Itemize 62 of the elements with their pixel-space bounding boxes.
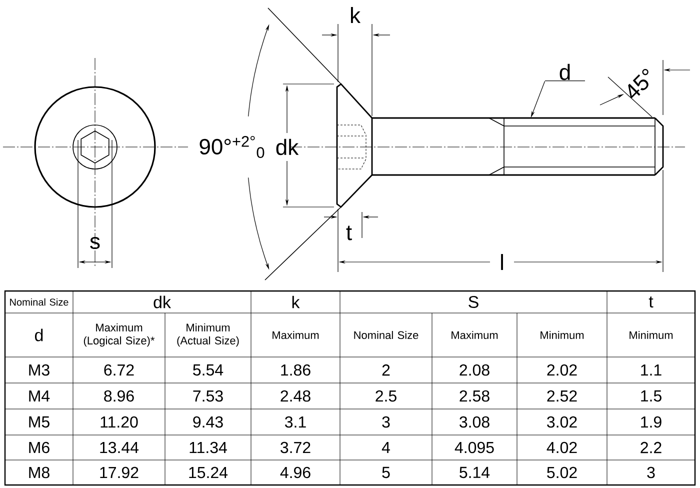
table-header: Nominal Size [10, 298, 68, 306]
table-value: 4 [382, 442, 390, 453]
table-value: 1.5 [641, 390, 662, 402]
table-value: M8 [29, 466, 50, 478]
dimension-label: t [346, 226, 352, 240]
table-header: k [292, 296, 300, 308]
dimension-label: d [545, 64, 585, 82]
table-value: 2.08 [460, 364, 490, 376]
dimension-label: k [351, 7, 361, 23]
table-value: 5.14 [460, 466, 490, 478]
table-value: 3.08 [460, 416, 490, 428]
table-value: 17.92 [100, 466, 138, 478]
table-value: M3 [29, 364, 50, 376]
table-value: 2.5 [376, 390, 396, 402]
dimension-label: s [90, 237, 100, 250]
table-value: 2.52 [547, 390, 577, 402]
table-value: 4.02 [546, 442, 577, 454]
table-value: 2.02 [547, 364, 577, 376]
table-header: Maximum [272, 330, 319, 340]
table-value: 15.24 [189, 466, 228, 478]
table-value: 3.02 [547, 416, 577, 428]
table-value: 1.1 [641, 364, 662, 376]
table-value: 3 [647, 466, 655, 478]
table-value: 2.2 [640, 442, 662, 454]
table-value: 4.96 [280, 466, 310, 478]
table-value: 2 [382, 364, 390, 376]
dimension-label: l [501, 254, 503, 270]
table-value: 3.1 [285, 416, 306, 428]
table-value: M6 [29, 442, 50, 454]
dimension-label: 45° [628, 68, 648, 98]
table-value: 8.96 [104, 390, 134, 402]
table-header: Minimum [630, 330, 673, 340]
dimension-label: dk [276, 138, 299, 156]
table-value: 3 [382, 416, 390, 428]
table-header: Minimum (Actual Size) [177, 323, 239, 347]
table-header: Maximum (Logical Size)* [84, 323, 155, 347]
table-value: 5.54 [193, 364, 224, 376]
table-value: 5.02 [547, 466, 577, 478]
table-header: dk [154, 296, 171, 308]
table-value: 2.58 [460, 390, 490, 402]
table-value: 11.20 [100, 416, 138, 428]
table-value: 1.86 [281, 364, 310, 376]
dimension-label: 90°$^{+2°}$0 [200, 136, 264, 158]
table-value: M4 [29, 390, 50, 402]
table-header: Minimum [540, 330, 584, 340]
table-header: t [648, 296, 654, 308]
table-value: 11.34 [190, 442, 227, 454]
table-header: Nominal Size [354, 330, 418, 340]
table-header: d [35, 328, 43, 342]
table-value: 9.43 [193, 416, 223, 428]
table-value: M5 [29, 416, 50, 428]
threaded-shank-drawing [503, 117, 656, 176]
table-value: 13.44 [100, 442, 139, 454]
table-header: S [468, 296, 478, 308]
table-value: 2.48 [280, 390, 310, 402]
table-value: 3.72 [280, 442, 310, 454]
table-header: Maximum [452, 330, 498, 340]
table-value: 7.53 [193, 390, 223, 402]
table-value: 6.72 [104, 364, 134, 376]
table-value: 1.9 [641, 416, 662, 428]
table-value: 5 [382, 466, 390, 478]
table-value: 4.095 [454, 442, 494, 454]
